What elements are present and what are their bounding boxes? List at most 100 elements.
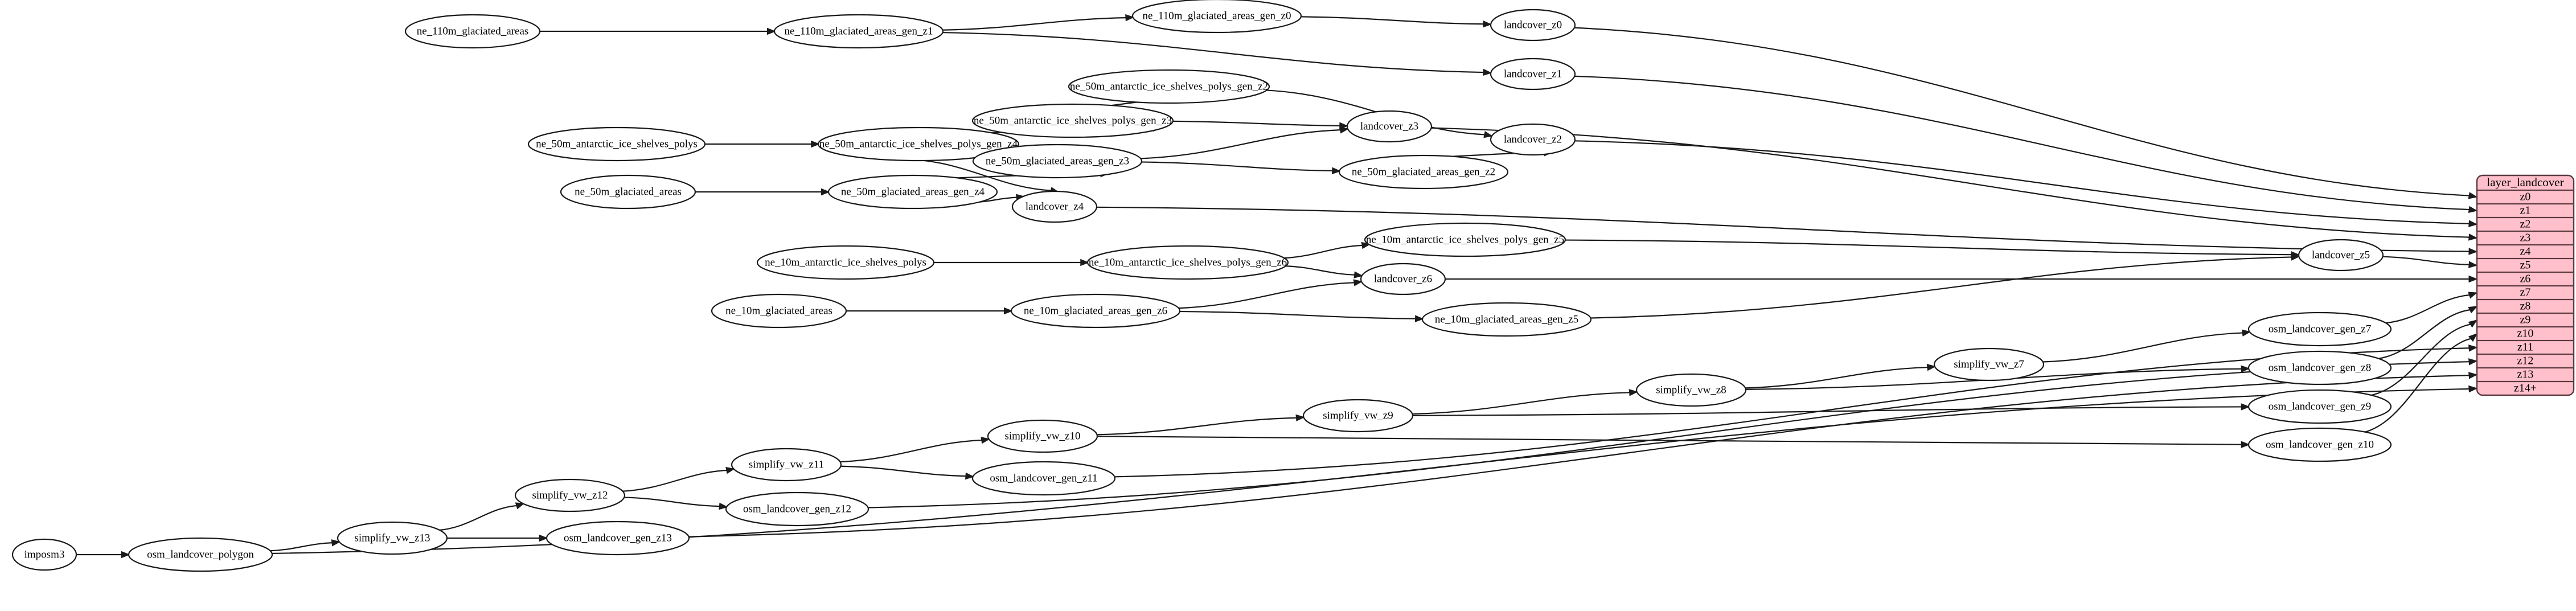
edge-ne_110m_glaciated_areas_gen_z1-to-landcover_z1 bbox=[940, 31, 1484, 73]
node-landcover_z1[interactable]: landcover_z1 bbox=[1490, 58, 1576, 91]
edge-arrowhead bbox=[1483, 20, 1492, 28]
edge-simplify_vw_z9-to-simplify_vw_z8 bbox=[1410, 392, 1630, 415]
edge-arrowhead bbox=[121, 551, 130, 559]
edge-ne_10m_antarctic_ice_shelves_polys_gen_z6-to-landcover_z6 bbox=[1282, 265, 1355, 276]
node-label: ne_10m_glaciated_areas bbox=[725, 305, 832, 317]
table-row-z2[interactable]: z2 bbox=[2520, 218, 2531, 231]
edge-arrowhead bbox=[2241, 441, 2250, 448]
node-osm_landcover_gen_z7[interactable]: osm_landcover_gen_z7 bbox=[2247, 311, 2392, 347]
table-row-z5[interactable]: z5 bbox=[2520, 259, 2531, 272]
edge-simplify_vw_z12-to-simplify_vw_z11 bbox=[621, 469, 727, 492]
node-simplify_vw_z9[interactable]: simplify_vw_z9 bbox=[1302, 399, 1414, 433]
node-ne_10m_antarctic_ice_shelves_polys[interactable]: ne_10m_antarctic_ice_shelves_polys bbox=[756, 245, 935, 280]
table-row-z1[interactable]: z1 bbox=[2520, 204, 2531, 217]
edge-osm_landcover_polygon-to-simplify_vw_z13 bbox=[268, 542, 333, 552]
node-ne_10m_glaciated_areas[interactable]: ne_10m_glaciated_areas bbox=[711, 293, 847, 329]
table-row-z8[interactable]: z8 bbox=[2520, 300, 2531, 313]
node-label: simplify_vw_z13 bbox=[355, 532, 430, 544]
edge-arrowhead bbox=[1125, 14, 1135, 22]
node-ellipse bbox=[1364, 222, 1566, 257]
edge-arrowhead bbox=[981, 437, 991, 444]
node-landcover_z0[interactable]: landcover_z0 bbox=[1490, 9, 1576, 42]
edge-arrowhead bbox=[719, 502, 728, 510]
node-label: ne_10m_glaciated_areas_gen_z6 bbox=[1024, 305, 1167, 317]
node-label: ne_10m_glaciated_areas_gen_z5 bbox=[1435, 313, 1578, 325]
edge-arrowhead bbox=[2241, 365, 2250, 373]
node-label: osm_landcover_gen_z10 bbox=[2266, 438, 2374, 450]
node-label: landcover_z5 bbox=[2312, 249, 2370, 261]
node-ne_50m_antarctic_ice_shelves_polys_gen_z3[interactable]: ne_50m_antarctic_ice_shelves_polys_gen_z… bbox=[971, 103, 1174, 138]
node-ne_50m_antarctic_ice_shelves_polys_gen_z4[interactable]: ne_50m_antarctic_ice_shelves_polys_gen_z… bbox=[817, 126, 1020, 162]
table-row-z4[interactable]: z4 bbox=[2520, 245, 2531, 258]
edge-landcover_z3-to-table:z3 bbox=[1430, 127, 2470, 238]
node-ne_110m_glaciated_areas_gen_z0[interactable]: ne_110m_glaciated_areas_gen_z0 bbox=[1131, 0, 1302, 34]
edge-ne_10m_antarctic_ice_shelves_polys_gen_z6-to-ne_10m_antarctic_ice_shelves_polys_gen_z5 bbox=[1281, 244, 1363, 259]
node-ne_10m_antarctic_ice_shelves_polys_gen_z6[interactable]: ne_10m_antarctic_ice_shelves_polys_gen_z… bbox=[1086, 245, 1289, 280]
edge-arrowhead bbox=[2468, 220, 2478, 227]
edge-osm_landcover_gen_z12-to-table:z12 bbox=[865, 361, 2470, 509]
table-row-z7[interactable]: z7 bbox=[2520, 286, 2531, 299]
node-ne_50m_glaciated_areas_gen_z2[interactable]: ne_50m_glaciated_areas_gen_z2 bbox=[1338, 154, 1509, 190]
node-simplify_vw_z13[interactable]: simplify_vw_z13 bbox=[337, 521, 448, 555]
node-ne_50m_glaciated_areas_gen_z3[interactable]: ne_50m_glaciated_areas_gen_z3 bbox=[972, 143, 1143, 179]
node-ellipse bbox=[1302, 399, 1414, 433]
table-header-label: layer_landcover bbox=[2487, 175, 2563, 189]
node-ne_50m_glaciated_areas[interactable]: ne_50m_glaciated_areas bbox=[560, 174, 696, 210]
node-ne_50m_antarctic_ice_shelves_polys_gen_z2[interactable]: ne_50m_antarctic_ice_shelves_polys_gen_z… bbox=[1068, 69, 1270, 104]
node-label: landcover_z4 bbox=[1026, 200, 1084, 212]
edge-simplify_vw_z10-to-simplify_vw_z9 bbox=[1095, 417, 1297, 436]
node-ne_10m_antarctic_ice_shelves_polys_gen_z5[interactable]: ne_10m_antarctic_ice_shelves_polys_gen_z… bbox=[1364, 222, 1566, 257]
node-landcover_z4[interactable]: landcover_z4 bbox=[1011, 190, 1098, 223]
table-row-z11[interactable]: z11 bbox=[2517, 341, 2533, 354]
edge-ne_50m_antarctic_ice_shelves_polys_gen_z3-to-landcover_z3 bbox=[1170, 120, 1340, 126]
node-ne_10m_glaciated_areas_gen_z6[interactable]: ne_10m_glaciated_areas_gen_z6 bbox=[1010, 293, 1181, 329]
node-ne_110m_glaciated_areas[interactable]: ne_110m_glaciated_areas bbox=[404, 14, 541, 49]
node-ellipse bbox=[2247, 350, 2392, 386]
table-row-z3[interactable]: z3 bbox=[2520, 232, 2531, 244]
node-osm_landcover_gen_z12[interactable]: osm_landcover_gen_z12 bbox=[725, 491, 869, 527]
edge-arrowhead bbox=[725, 467, 735, 474]
node-landcover_z2[interactable]: landcover_z2 bbox=[1490, 123, 1576, 156]
edge-ne_10m_glaciated_areas_gen_z6-to-ne_10m_glaciated_areas_gen_z5 bbox=[1177, 310, 1416, 319]
node-osm_landcover_gen_z11[interactable]: osm_landcover_gen_z11 bbox=[971, 461, 1116, 496]
table-row-z6[interactable]: z6 bbox=[2520, 273, 2531, 285]
edge-arrowhead bbox=[2468, 248, 2478, 255]
table-row-z12[interactable]: z12 bbox=[2517, 355, 2534, 367]
node-ne_50m_antarctic_ice_shelves_polys[interactable]: ne_50m_antarctic_ice_shelves_polys bbox=[527, 126, 706, 162]
table-row-z13[interactable]: z13 bbox=[2517, 368, 2534, 381]
node-simplify_vw_z8[interactable]: simplify_vw_z8 bbox=[1635, 373, 1747, 407]
node-label: osm_landcover_gen_z7 bbox=[2269, 323, 2371, 335]
edge-simplify_vw_z13-to-simplify_vw_z12 bbox=[437, 505, 518, 531]
node-ne_50m_glaciated_areas_gen_z4[interactable]: ne_50m_glaciated_areas_gen_z4 bbox=[827, 174, 998, 210]
node-ellipse bbox=[1635, 373, 1747, 407]
node-landcover_z6[interactable]: landcover_z6 bbox=[1360, 263, 1446, 296]
node-landcover_z5[interactable]: landcover_z5 bbox=[2298, 239, 2384, 272]
edge-arrowhead bbox=[2468, 261, 2478, 268]
node-label: ne_10m_antarctic_ice_shelves_polys bbox=[765, 256, 926, 268]
table-row-z0[interactable]: z0 bbox=[2520, 191, 2531, 203]
edge-osm_landcover_gen_z10-to-table:z10 bbox=[2362, 338, 2472, 433]
node-osm_landcover_gen_z8[interactable]: osm_landcover_gen_z8 bbox=[2247, 350, 2392, 386]
node-simplify_vw_z10[interactable]: simplify_vw_z10 bbox=[987, 419, 1098, 453]
node-ne_110m_glaciated_areas_gen_z1[interactable]: ne_110m_glaciated_areas_gen_z1 bbox=[773, 14, 944, 49]
node-label: simplify_vw_z12 bbox=[532, 489, 608, 501]
node-ne_10m_glaciated_areas_gen_z5[interactable]: ne_10m_glaciated_areas_gen_z5 bbox=[1421, 302, 1592, 337]
node-imposm3[interactable]: imposm3 bbox=[11, 538, 77, 571]
table-row-z14+[interactable]: z14+ bbox=[2514, 382, 2537, 395]
node-landcover_z3[interactable]: landcover_z3 bbox=[1346, 110, 1433, 143]
node-osm_landcover_gen_z9[interactable]: osm_landcover_gen_z9 bbox=[2247, 389, 2392, 424]
node-osm_landcover_gen_z10[interactable]: osm_landcover_gen_z10 bbox=[2247, 427, 2392, 462]
node-ellipse bbox=[773, 14, 944, 49]
table-row-z10[interactable]: z10 bbox=[2517, 327, 2534, 340]
node-simplify_vw_z7[interactable]: simplify_vw_z7 bbox=[1933, 347, 2045, 382]
node-simplify_vw_z12[interactable]: simplify_vw_z12 bbox=[514, 478, 626, 512]
node-label: osm_landcover_polygon bbox=[147, 548, 254, 560]
node-simplify_vw_z11[interactable]: simplify_vw_z11 bbox=[731, 448, 842, 482]
node-osm_landcover_polygon[interactable]: osm_landcover_polygon bbox=[128, 537, 273, 572]
table-row-z9[interactable]: z9 bbox=[2520, 314, 2531, 326]
node-osm_landcover_gen_z13[interactable]: osm_landcover_gen_z13 bbox=[545, 520, 690, 556]
node-ellipse bbox=[1933, 347, 2045, 382]
edge-landcover_z2-to-table:z2 bbox=[1573, 140, 2470, 224]
